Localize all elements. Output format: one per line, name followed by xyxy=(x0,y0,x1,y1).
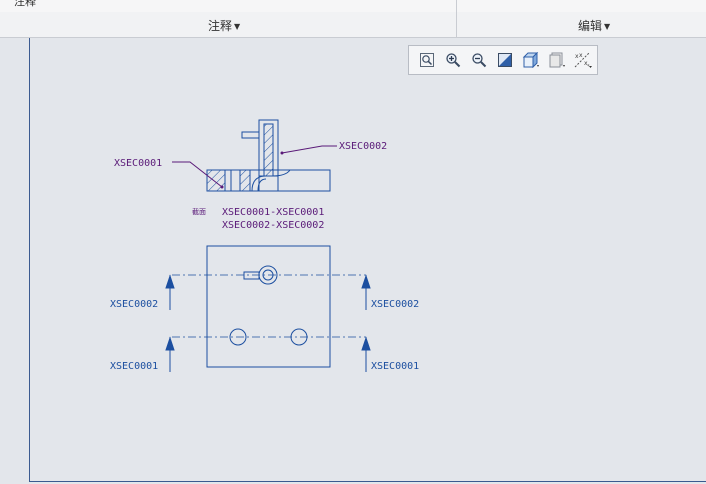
zoom-out-icon xyxy=(472,53,487,68)
zoom-fit-icon xyxy=(420,53,434,67)
arrow-label-left-xsec1[interactable]: XSEC0001 xyxy=(110,361,158,372)
svg-text:x: x xyxy=(584,60,588,67)
section-arrows xyxy=(165,274,371,372)
sheet-border-bottom xyxy=(29,481,706,482)
side-tab xyxy=(241,131,260,139)
zoom-in-button[interactable] xyxy=(440,49,466,71)
datum-display-icon: x x x * xyxy=(574,52,592,69)
ribbon-group-bar: 注释▼ 编辑▼ xyxy=(0,0,706,38)
section-view[interactable] xyxy=(206,119,331,192)
leader-xsec1 xyxy=(172,161,223,188)
dropdown-arrow-icon: ▼ xyxy=(234,22,241,31)
saved-views-button[interactable] xyxy=(544,49,570,71)
sheet-border-left xyxy=(29,38,30,481)
section-leaders xyxy=(172,145,337,188)
arrow-up-icon xyxy=(361,336,371,351)
ribbon-fragment-1: 注释 xyxy=(14,0,36,8)
display-style-button[interactable] xyxy=(518,49,544,71)
arrow-label-right-xsec1[interactable]: XSEC0001 xyxy=(371,361,419,372)
cutting-planes xyxy=(172,274,366,338)
hole-left xyxy=(229,328,247,346)
boss-inner-curve xyxy=(257,178,267,192)
section-label-xsec1[interactable]: XSEC0001 xyxy=(114,158,162,169)
svg-text:*: * xyxy=(587,64,590,69)
repaint-icon xyxy=(498,53,512,67)
arrow-label-left-xsec2[interactable]: XSEC0002 xyxy=(110,299,158,310)
group-annotate[interactable]: 注释▼ xyxy=(208,17,240,34)
graphics-toolbar: x x x * xyxy=(408,45,598,75)
arrow-up-icon xyxy=(165,336,175,351)
top-view-tab xyxy=(243,271,260,280)
top-view-plate xyxy=(206,245,331,368)
saved-views-icon xyxy=(549,52,565,68)
section-note-prefix: 截面 xyxy=(192,207,206,216)
svg-text:x: x xyxy=(575,53,579,60)
group-separator xyxy=(456,0,457,37)
display-style-icon xyxy=(522,52,539,68)
group-annotate-label: 注释 xyxy=(208,19,233,33)
drawing-canvas[interactable] xyxy=(0,38,706,484)
arrow-label-right-xsec2[interactable]: XSEC0002 xyxy=(371,299,419,310)
arrow-up-icon xyxy=(165,274,175,289)
dropdown-arrow-icon: ▼ xyxy=(604,22,611,31)
leader-dot-1 xyxy=(220,185,224,189)
section-note-line2[interactable]: XSEC0002-XSEC0002 xyxy=(222,220,324,231)
group-edit[interactable]: 编辑▼ xyxy=(578,17,610,34)
section-label-xsec2[interactable]: XSEC0002 xyxy=(339,141,387,152)
zoom-out-button[interactable] xyxy=(466,49,492,71)
leader-xsec2 xyxy=(281,145,337,154)
group-edit-label: 编辑 xyxy=(578,19,603,33)
tube-bore xyxy=(263,123,274,177)
section-note-line1[interactable]: XSEC0001-XSEC0001 xyxy=(222,207,324,218)
repaint-button[interactable] xyxy=(492,49,518,71)
top-view[interactable] xyxy=(206,245,331,368)
svg-text:x: x xyxy=(579,52,583,59)
zoom-fit-button[interactable] xyxy=(414,49,440,71)
zoom-in-icon xyxy=(446,53,461,68)
leader-dot-2 xyxy=(280,151,284,155)
datum-display-button[interactable]: x x x * xyxy=(570,49,596,71)
hatch-region-mid xyxy=(239,169,251,192)
arrow-up-icon xyxy=(361,274,371,289)
